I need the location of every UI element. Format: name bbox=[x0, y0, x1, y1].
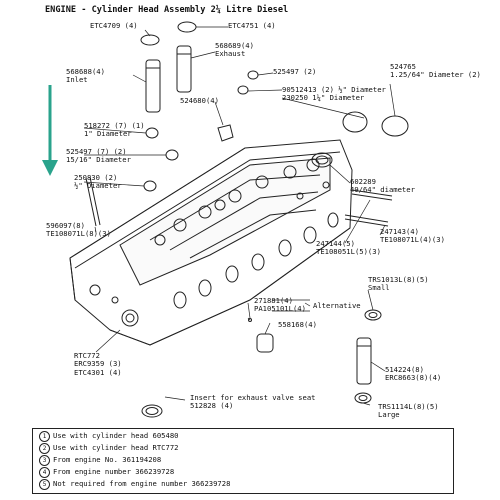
label-trs1013l: TRS1013L(8)(5)Small bbox=[368, 275, 429, 293]
label-250830: 250830 (2)½" Diameter bbox=[74, 173, 122, 191]
label-trs1114l: TRS1114L(8)(5)Large bbox=[378, 402, 439, 420]
label-558168: 558168(4) bbox=[278, 320, 317, 329]
pointer-arrow bbox=[42, 85, 58, 176]
plug-518272 bbox=[145, 127, 159, 139]
label-247144: 247144(5)TE108051L(5)(3) bbox=[316, 239, 381, 257]
valve-seat-insert bbox=[141, 404, 163, 418]
dowel-271881 bbox=[248, 318, 252, 322]
footnote-number: 5 bbox=[39, 479, 50, 490]
footnote-text: Use with cylinder head RTC772 bbox=[53, 443, 179, 452]
label-568689: 568689(4)Exhaust bbox=[215, 41, 254, 59]
valve-cap-etc4751 bbox=[177, 21, 197, 33]
seal-large bbox=[354, 392, 372, 404]
label-568688: 568688(4)Inlet bbox=[66, 67, 105, 85]
leader-lines bbox=[83, 26, 396, 406]
page-title: ENGINE - Cylinder Head Assembly 2¼ Litre… bbox=[45, 5, 289, 15]
stud-247144 bbox=[351, 189, 393, 201]
label-524680: 524680(4) bbox=[180, 96, 219, 105]
label-271881: 271881(4)PA105101L(4) bbox=[254, 296, 306, 314]
footnote-number: 3 bbox=[39, 455, 50, 466]
label-alternative: Alternative bbox=[313, 301, 361, 310]
cylinder-head-block bbox=[69, 139, 353, 346]
label-247143: 247143(4)TE108071L(4)(3) bbox=[380, 227, 445, 245]
label-596097: 596097(8)TE108071L(8)(3) bbox=[46, 221, 111, 239]
plug-250830 bbox=[143, 180, 157, 192]
label-514224: 514224(8)ERC8663(8)(4) bbox=[385, 365, 442, 383]
exhaust-valve-guide bbox=[176, 45, 192, 93]
label-525497-top: 525497 (2) bbox=[273, 67, 317, 76]
sleeve-558168 bbox=[256, 333, 274, 353]
inlet-valve-guide bbox=[145, 59, 161, 113]
stud-247143 bbox=[344, 214, 389, 227]
label-etc4751: ETC4751 (4) bbox=[228, 21, 276, 30]
seal-small bbox=[364, 309, 382, 321]
footnote-text: From engine No. 361194208 bbox=[53, 455, 162, 464]
footnote-text: From engine number 366239728 bbox=[53, 467, 175, 476]
label-525497-side: 525497 (7) (2)15/16" Diameter bbox=[66, 147, 131, 165]
label-etc4709: ETC4709 (4) bbox=[90, 21, 138, 30]
footnote-number: 2 bbox=[39, 443, 50, 454]
plug-525497-b bbox=[165, 149, 179, 161]
core-plug-90512413 bbox=[342, 111, 368, 133]
valve-guide-514224 bbox=[356, 337, 372, 385]
footnote-number: 1 bbox=[39, 431, 50, 442]
long-stud bbox=[85, 176, 101, 227]
plug-602289 bbox=[311, 152, 333, 168]
footnote-number: 4 bbox=[39, 467, 50, 478]
plug-524680 bbox=[217, 124, 234, 142]
label-518272: 518272 (7) (1)1" Diameter bbox=[84, 121, 145, 139]
footnote-text: Use with cylinder head 605480 bbox=[53, 431, 179, 440]
footnote-text: Not required from engine number 36623972… bbox=[53, 479, 231, 488]
core-plug-524765 bbox=[381, 115, 409, 137]
valve-cap-etc4709 bbox=[140, 34, 160, 46]
plug-525497 bbox=[247, 70, 259, 80]
